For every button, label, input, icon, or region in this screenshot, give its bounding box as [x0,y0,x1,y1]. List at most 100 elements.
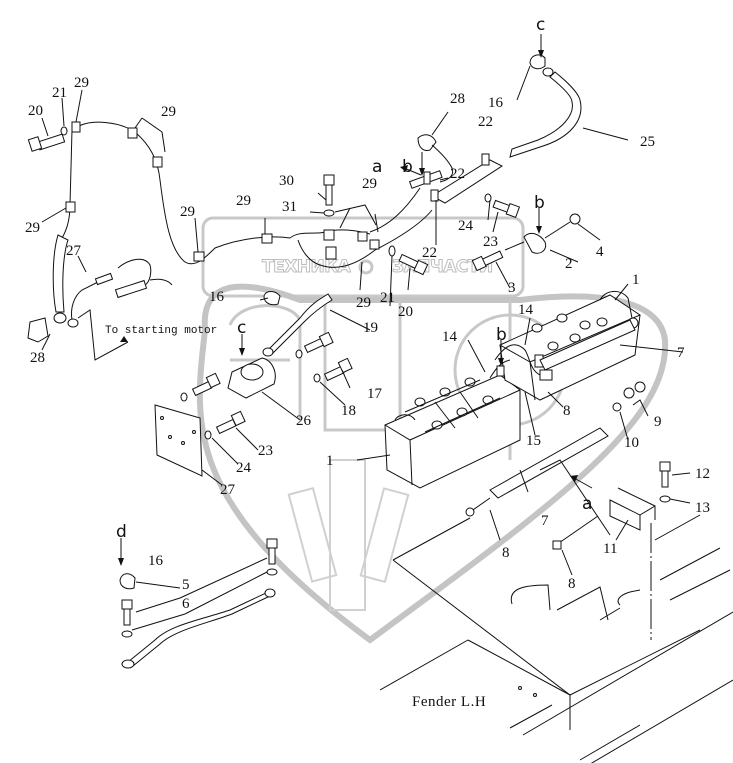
washer-21 [60,126,68,136]
part-label: 8 [502,545,510,561]
bracket-11-edge [617,487,656,520]
view-letter-c: c [237,318,246,338]
part-label: 16 [209,289,225,305]
part-label: 11 [603,541,617,557]
to-starting-motor-note: To starting motor [105,325,217,337]
watermark-shield [196,283,669,644]
battery-handle [394,414,416,421]
part-label: 1 [632,272,640,288]
harness-wire [297,239,376,268]
part-labels: 20 21 29 29 29 29 29 29 29 27 28 28 30 3… [25,75,710,612]
fender [379,514,733,763]
bolt-20 [27,133,66,152]
bolt-5 [266,538,278,565]
battery-handle [599,291,633,319]
cable-lug [262,347,274,357]
part-label: 28 [450,91,465,107]
arrow-down-icon [536,226,542,234]
harness-center [289,54,582,276]
part-label: 10 [624,435,639,451]
harness-wire [61,129,73,239]
part-label: 25 [640,134,655,150]
clamp-29 [261,233,273,244]
washer-10 [612,402,622,412]
view-letter-a: a [372,157,382,177]
harness-wire [369,187,421,233]
harness-wire [75,121,291,265]
cable-15 [494,344,541,376]
clamp-29 [369,239,380,250]
part-label: 26 [296,413,312,429]
watermark-text-left: ТЕХНИКА [262,257,352,277]
fender-hole [533,693,537,697]
terminal-cap-28 [27,317,49,343]
bracket-11 [609,499,641,531]
clamp-29 [357,231,368,242]
part-label: 6 [182,596,190,612]
washer-18 [313,373,321,383]
cable-lug [121,659,135,669]
harness-wire [374,209,433,251]
terminal-cap-16 [119,573,136,590]
bar-7 [489,427,609,499]
bolt-20 [398,253,429,276]
arrow-a [403,167,422,176]
bolt [180,372,221,402]
view-letter-b: b [534,193,545,213]
part-label: 29 [25,220,40,236]
watermark-bars [287,459,410,611]
arrow-down-icon [538,50,544,58]
part-label: 15 [526,433,541,449]
view-letter-c: c [536,15,545,35]
part-label: 29 [180,204,195,220]
clamp-29 [65,201,76,213]
battery-cells [404,377,501,433]
fender-edge [467,639,571,696]
leader-lines [41,65,691,631]
part-label: 13 [695,500,710,516]
part-label: 29 [236,193,251,209]
part-label: 19 [363,320,378,336]
part-label: 28 [30,350,45,366]
fender-hole [518,686,522,690]
part-label: 31 [282,199,297,215]
watermark-bar [287,486,338,583]
washer-6 [266,568,278,576]
part-label: 24 [458,218,474,234]
battery-rear [489,291,641,401]
clamp-22 [430,189,439,202]
part-label: 29 [74,75,89,91]
clamp-29 [127,127,138,139]
terminal-cap-28 [417,134,437,151]
arrow-icon [120,336,128,342]
view-letter-d: d [116,522,127,542]
part-label: 3 [508,280,516,296]
bolt-23 [492,199,521,218]
bolt-17 [323,357,353,382]
part-label: 24 [236,460,252,476]
fender-edge [379,639,469,691]
part-label: 7 [541,513,549,529]
washer-31 [323,209,335,217]
part-label: 14 [442,329,458,345]
part-label: 2 [565,256,573,272]
washer-21 [388,245,396,257]
bracket-22 [431,159,504,204]
washer-13 [659,495,671,503]
terminal-clamp [539,369,553,381]
part-label: 29 [362,176,377,192]
plate-hole [168,435,172,439]
nut-4 [569,213,581,225]
part-label: 22 [450,166,465,182]
arrow-left-icon [570,475,578,482]
arrow-down-icon [419,168,425,176]
cable-lug [67,318,79,328]
part-label: 22 [422,245,437,261]
washer-6 [121,630,133,638]
part-label: 12 [695,466,710,482]
cable-6 [127,591,271,667]
part-label: 16 [148,553,164,569]
bolt-3 [471,250,504,272]
cable-6-group [119,538,278,669]
